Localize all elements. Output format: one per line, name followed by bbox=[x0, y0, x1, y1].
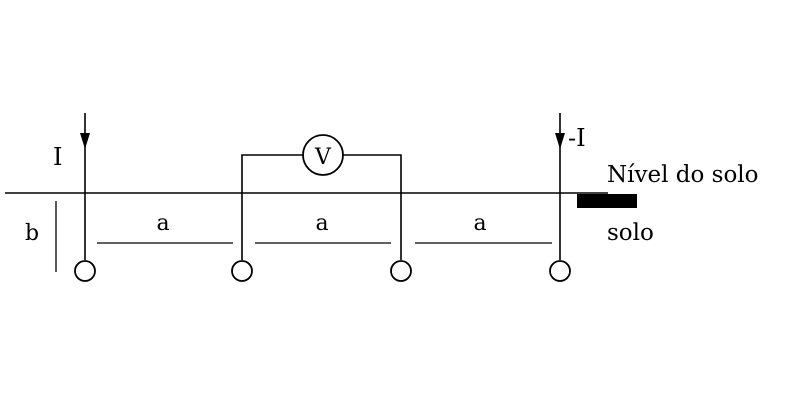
voltmeter bbox=[302, 134, 344, 176]
depth-label: b bbox=[25, 221, 39, 246]
electrode-4 bbox=[549, 260, 571, 282]
electrode-3 bbox=[390, 260, 412, 282]
voltmeter-wire-right bbox=[343, 154, 402, 260]
spacing-label-2: a bbox=[315, 211, 328, 236]
spacing-label-3: a bbox=[473, 211, 486, 236]
voltmeter-label: V bbox=[314, 145, 332, 170]
spacing-label-1: a bbox=[156, 211, 169, 236]
ground-level-label: Nível do solo bbox=[607, 162, 759, 188]
soil-marker-bar bbox=[577, 194, 637, 208]
voltmeter-wire-left bbox=[241, 154, 303, 260]
current-in-label: I bbox=[53, 143, 62, 171]
soil-label: solo bbox=[607, 220, 654, 246]
electrode-2 bbox=[231, 260, 253, 282]
electrode-1 bbox=[74, 260, 96, 282]
current-out-arrow bbox=[555, 133, 565, 149]
current-out-label: -I bbox=[568, 124, 586, 152]
current-in-arrow bbox=[80, 133, 90, 149]
